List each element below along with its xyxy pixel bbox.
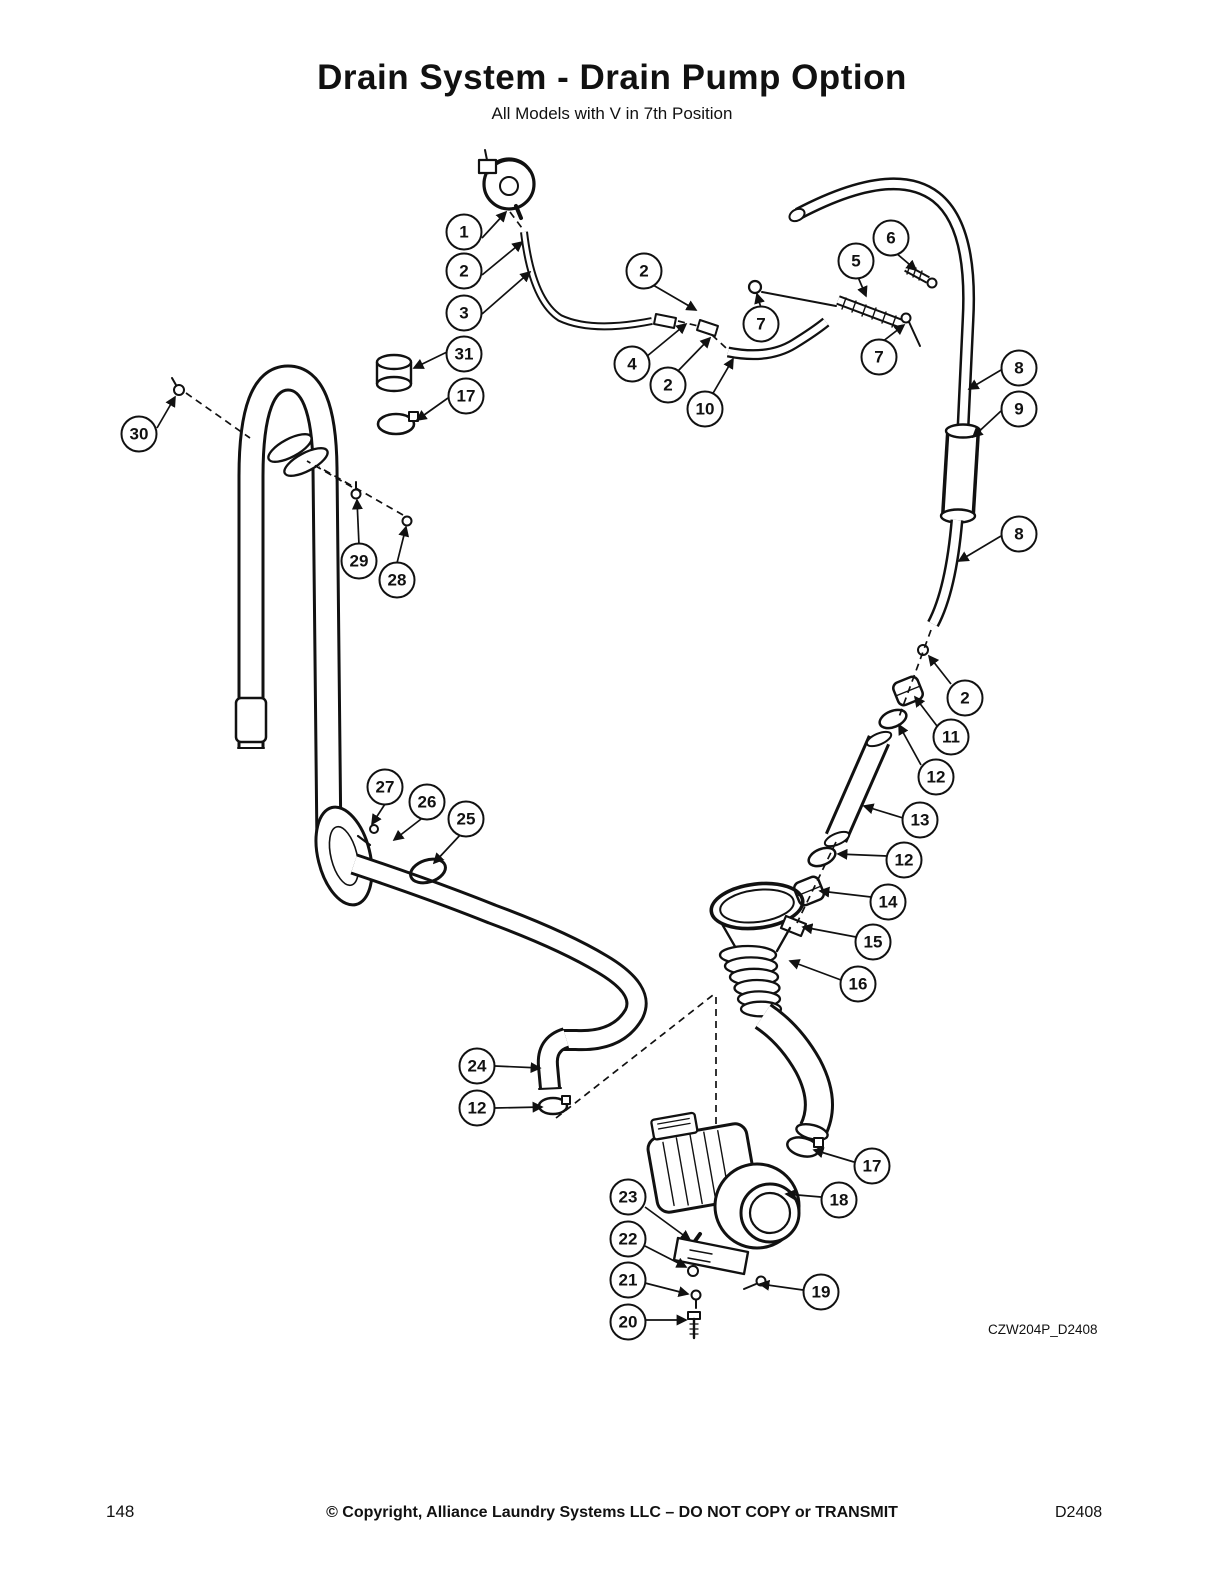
callout-31: 31 (445, 335, 483, 373)
callout-8: 8 (1000, 349, 1038, 387)
assembly-axes (185, 211, 932, 1135)
callout-16: 16 (839, 965, 877, 1003)
callout-23: 23 (609, 1178, 647, 1216)
callout-4: 4 (613, 345, 651, 383)
callout-2: 2 (445, 252, 483, 290)
callout-10: 10 (686, 390, 724, 428)
drawing-code: CZW204P_D2408 (988, 1322, 1098, 1337)
callout-2: 2 (649, 366, 687, 404)
callout-21: 21 (609, 1261, 647, 1299)
callout-12: 12 (885, 841, 923, 879)
callout-13: 13 (901, 801, 939, 839)
inlet-hose-parts (747, 264, 938, 347)
callout-30: 30 (120, 415, 158, 453)
callout-19: 19 (802, 1273, 840, 1311)
callout-29: 29 (340, 542, 378, 580)
tub-outlet-assembly (709, 881, 834, 1158)
standpipe-assembly (234, 364, 343, 849)
callout-12: 12 (458, 1089, 496, 1127)
callout-5: 5 (837, 242, 875, 280)
doc-code: D2408 (1055, 1504, 1103, 1521)
callout-24: 24 (458, 1047, 496, 1085)
callout-18: 18 (820, 1181, 858, 1219)
callout-28: 28 (378, 561, 416, 599)
callout-17: 17 (853, 1147, 891, 1185)
pump-assembly (646, 1111, 801, 1250)
callout-11: 11 (932, 718, 970, 756)
page-title: Drain System - Drain Pump Option (317, 58, 907, 97)
grommet-and-clamp (375, 353, 419, 436)
callout-3: 3 (445, 294, 483, 332)
callout-15: 15 (854, 923, 892, 961)
drain-hose-right (788, 177, 982, 628)
callout-8: 8 (1000, 515, 1038, 553)
callout-2: 2 (946, 679, 984, 717)
callout-14: 14 (869, 883, 907, 921)
page-number: 148 (106, 1502, 135, 1521)
callout-27: 27 (366, 768, 404, 806)
callout-7: 7 (742, 305, 780, 343)
callout-6: 6 (872, 219, 910, 257)
callout-9: 9 (1000, 390, 1038, 428)
callout-17: 17 (447, 377, 485, 415)
pressure-switch (477, 149, 536, 220)
callout-26: 26 (408, 783, 446, 821)
pressure-hose (520, 231, 830, 361)
callout-25: 25 (447, 800, 485, 838)
fasteners-bottom (687, 1265, 767, 1340)
mounting-bracket (672, 1236, 750, 1276)
callout-7: 7 (860, 338, 898, 376)
callout-20: 20 (609, 1303, 647, 1341)
callout-12: 12 (917, 758, 955, 796)
copyright-text: © Copyright, Alliance Laundry Systems LL… (326, 1504, 898, 1521)
callout-22: 22 (609, 1220, 647, 1258)
callout-2: 2 (625, 252, 663, 290)
standpipe-fasteners (171, 377, 413, 527)
callout-1: 1 (445, 213, 483, 251)
page-subtitle: All Models with V in 7th Position (491, 104, 733, 123)
